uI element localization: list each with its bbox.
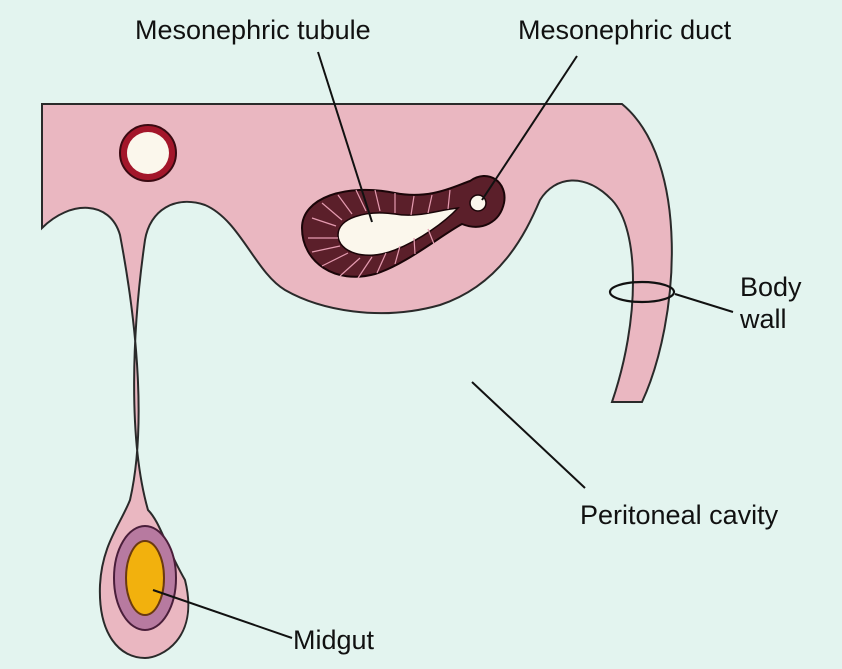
leader-body-wall	[675, 294, 733, 312]
label-mesonephric-duct: Mesonephric duct	[518, 15, 731, 47]
leader-peritoneal-cavity	[472, 382, 585, 488]
label-peritoneal-cavity: Peritoneal cavity	[580, 500, 778, 532]
label-mesonephric-tubule: Mesonephric tubule	[135, 15, 371, 47]
dorsal-aorta-lumen	[127, 132, 169, 174]
label-midgut: Midgut	[293, 625, 374, 657]
label-body-wall-line2: wall	[740, 304, 802, 336]
midgut-lumen	[126, 541, 164, 615]
label-body-wall-line1: Body	[740, 272, 802, 304]
label-body-wall: Body wall	[740, 272, 802, 336]
